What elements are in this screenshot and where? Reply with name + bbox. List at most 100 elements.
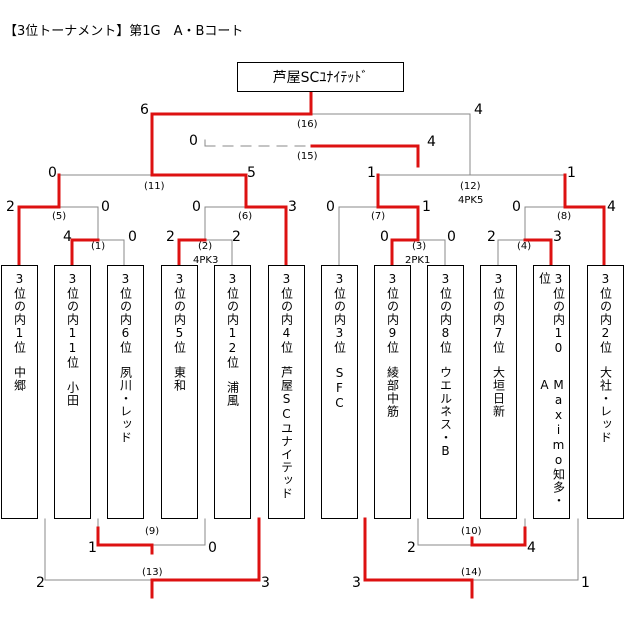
m14-label: (14) [461,567,482,578]
team-seed: 3位の内9位 [385,272,400,354]
team-box: 3位の内4位芦屋SCユナイテッド [268,265,305,519]
team-box: 3位の内12位浦風 [214,265,251,519]
team-seed: 3位の内3位 [332,272,347,354]
m7-score-a: 0 [326,199,335,215]
m6-label: (6) [238,211,253,222]
m10-win [470,526,527,547]
m8-win [563,205,606,267]
m12-score-a: 1 [367,165,376,181]
m5-score-b: 0 [101,199,110,215]
m10-score-b: 4 [527,540,536,556]
m2-score-a: 2 [166,229,175,245]
m3-pk: 2PK1 [405,255,431,266]
m4-score-b: 3 [553,229,562,245]
team-box: 3位の内11位小田 [54,265,91,519]
m9-label: (9) [145,526,160,537]
m7-score-b: 1 [422,199,431,215]
team-box: 3位の内10位 Maximo知多・A [533,265,570,519]
m10-label: (10) [461,526,482,537]
page-title: 【3位トーナメント】第1G A・Bコート [4,24,244,39]
m3-score-b: 0 [447,229,456,245]
m9-score-b: 0 [208,540,217,556]
m14-score-b: 1 [581,575,590,591]
team-box: 3位の内6位夙川・レッド [107,265,144,519]
team-name: 浦風 [225,381,240,407]
m9-win [96,526,154,555]
m4-label: (4) [517,241,532,252]
m6-score-b: 3 [288,199,297,215]
m1-score-a: 4 [63,229,72,245]
team-box: 3位の内1位中郷 [1,265,38,519]
team-seed: 3位の内1位 [12,272,27,354]
team-box: 3位の内8位ウエルネス・B [427,265,464,519]
m1-label: (1) [91,241,106,252]
team-seed: 3位の内7位 [491,272,506,354]
m4-win [523,238,553,267]
m8-score-b: 4 [607,199,616,215]
m16-score-b: 4 [474,102,483,118]
team-seed: 3位の内2位 [598,272,613,354]
team-name: 小田 [65,381,80,407]
m11-score-b: 5 [247,165,256,181]
team-seed: 3位の内10位 [537,272,566,356]
team-name: 夙川・レッド [118,366,133,444]
m5-win [17,205,61,267]
team-seed: 3位の内11位 [65,272,80,369]
team-name: SFC [332,366,347,411]
m1-score-b: 0 [128,229,137,245]
m3-score-a: 0 [380,229,389,245]
m16-win [150,90,313,177]
team-name: 東和 [172,366,187,392]
team-name: 芦屋SCユナイテッド [279,366,294,500]
team-box: 3位の内9位綾部中筋 [374,265,411,519]
team-box: 3位の内7位大垣日新 [480,265,517,519]
m2-label: (2) [198,241,213,252]
m16-score-a: 6 [140,102,149,118]
m11-label: (11) [144,181,165,192]
m13-win [150,517,261,599]
m2-pk: 4PK3 [193,255,219,266]
m15-score-a: 0 [189,133,198,149]
champion-box: 芦屋SCﾕﾅｲﾃｯﾄﾞ [237,62,404,92]
m15-score-b: 4 [427,134,436,150]
team-box: 3位の内3位 SFC [321,265,358,519]
team-seed: 3位の内12位 [225,272,240,369]
team-box: 3位の内2位大社・レッド [587,265,624,519]
m8-score-a: 0 [512,199,521,215]
m13-score-b: 3 [261,575,270,591]
m14-win [363,517,474,599]
team-name: 大社・レッド [598,366,613,444]
team-seed: 3位の内8位 [438,272,453,354]
team-seed: 3位の内6位 [118,272,133,354]
m8-label: (8) [557,211,572,222]
m6-win [244,205,288,267]
m10-score-a: 2 [407,540,416,556]
m15-win [310,144,420,168]
m4-score-a: 2 [487,229,496,245]
team-seed: 3位の内4位 [279,272,294,354]
m6-score-a: 0 [192,199,201,215]
team-name: 中郷 [12,366,27,392]
m7-win [376,205,420,242]
m11-score-a: 0 [48,165,57,181]
team-name: ウエルネス・B [438,366,453,459]
m2-win [177,238,207,267]
team-box: 3位の内5位東和 [161,265,198,519]
m11-win [57,173,248,209]
m1-win [70,238,100,267]
m13-label: (13) [142,567,163,578]
m14-score-a: 3 [352,575,361,591]
m3-win [390,238,420,267]
m5-score-a: 2 [6,199,15,215]
m13-score-a: 2 [36,575,45,591]
m12-win [376,173,567,209]
team-name: 大垣日新 [491,366,506,418]
m16-label: (16) [297,119,318,130]
team-name: 綾部中筋 [385,366,400,418]
m12-score-b: 1 [567,165,576,181]
m3-label: (3) [412,241,427,252]
m7-label: (7) [371,211,386,222]
m12-pk: 4PK5 [458,195,484,206]
team-name: Maximo知多・A [537,378,566,508]
